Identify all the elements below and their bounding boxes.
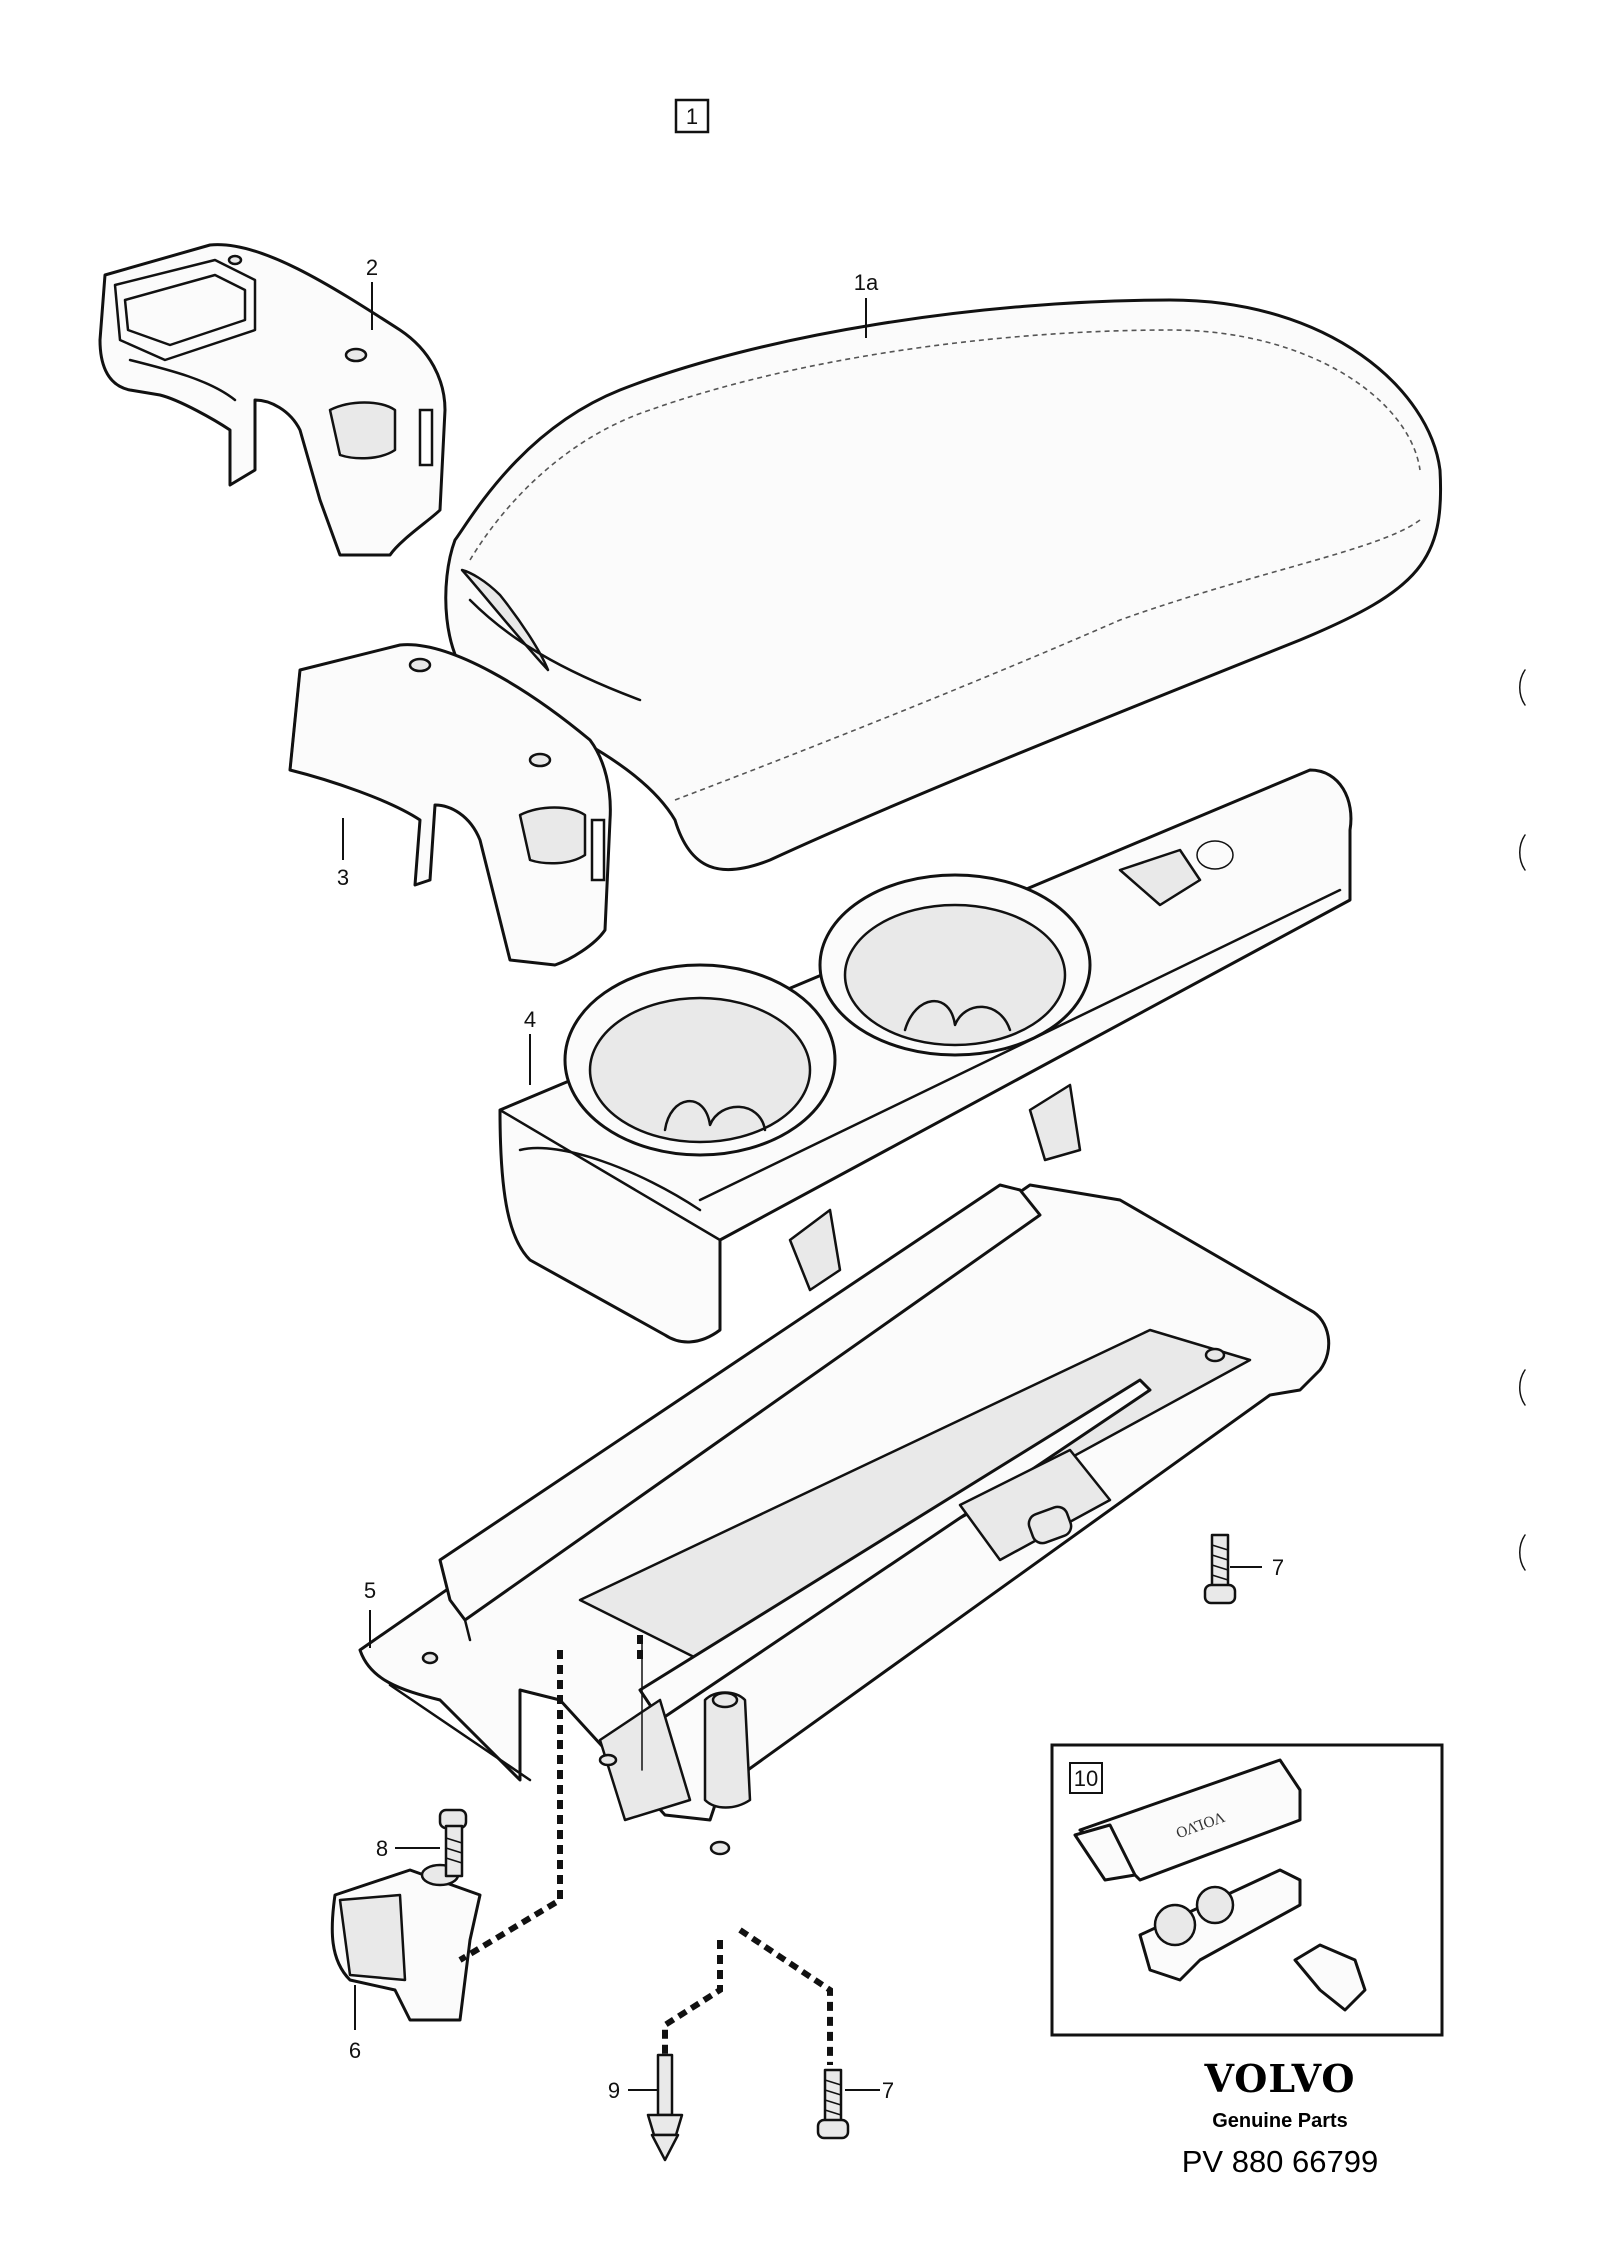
screw-7-lower [816, 2068, 880, 2140]
volvo-logo: VOLVO [1203, 2056, 1355, 2101]
brand-subtitle: Genuine Parts [1212, 2110, 1348, 2132]
callout-5: 5 [364, 1578, 376, 1603]
group-label-box: 1 [674, 98, 710, 134]
brand-block: VOLVO Genuine Parts PV 880 66799 [1182, 2056, 1379, 2179]
group-label-text: 1 [686, 104, 698, 129]
callout-6: 6 [349, 2038, 361, 2063]
callout-9: 9 [608, 2078, 620, 2103]
callout-7-lower: 7 [882, 2078, 894, 2103]
screw-8 [395, 1808, 468, 1878]
assembly-dash-lines [458, 1635, 833, 2065]
margin-marks [1519, 669, 1526, 1571]
callout-4: 4 [524, 1007, 536, 1032]
inset-kit-10: 10 VOLVO [1050, 1743, 1444, 2037]
callout-2: 2 [366, 255, 378, 280]
callout-1a: 1a [854, 270, 879, 295]
part-4-cupholder-tray [498, 768, 1353, 1344]
part-3-end-cap [288, 643, 612, 967]
clip-9 [628, 2053, 684, 2162]
part-2-end-cap [98, 243, 447, 557]
part-5-base-plate [358, 1183, 1331, 1856]
callout-3: 3 [337, 865, 349, 890]
screw-7-upper [1203, 1533, 1262, 1605]
inset-label: 10 [1074, 1766, 1098, 1791]
callout-7-upper: 7 [1272, 1555, 1284, 1580]
diagram-part-code: PV 880 66799 [1182, 2144, 1379, 2179]
part-6-latch [330, 1863, 482, 2030]
part-1a-armrest-cushion [444, 298, 1443, 872]
callout-8: 8 [376, 1836, 388, 1861]
